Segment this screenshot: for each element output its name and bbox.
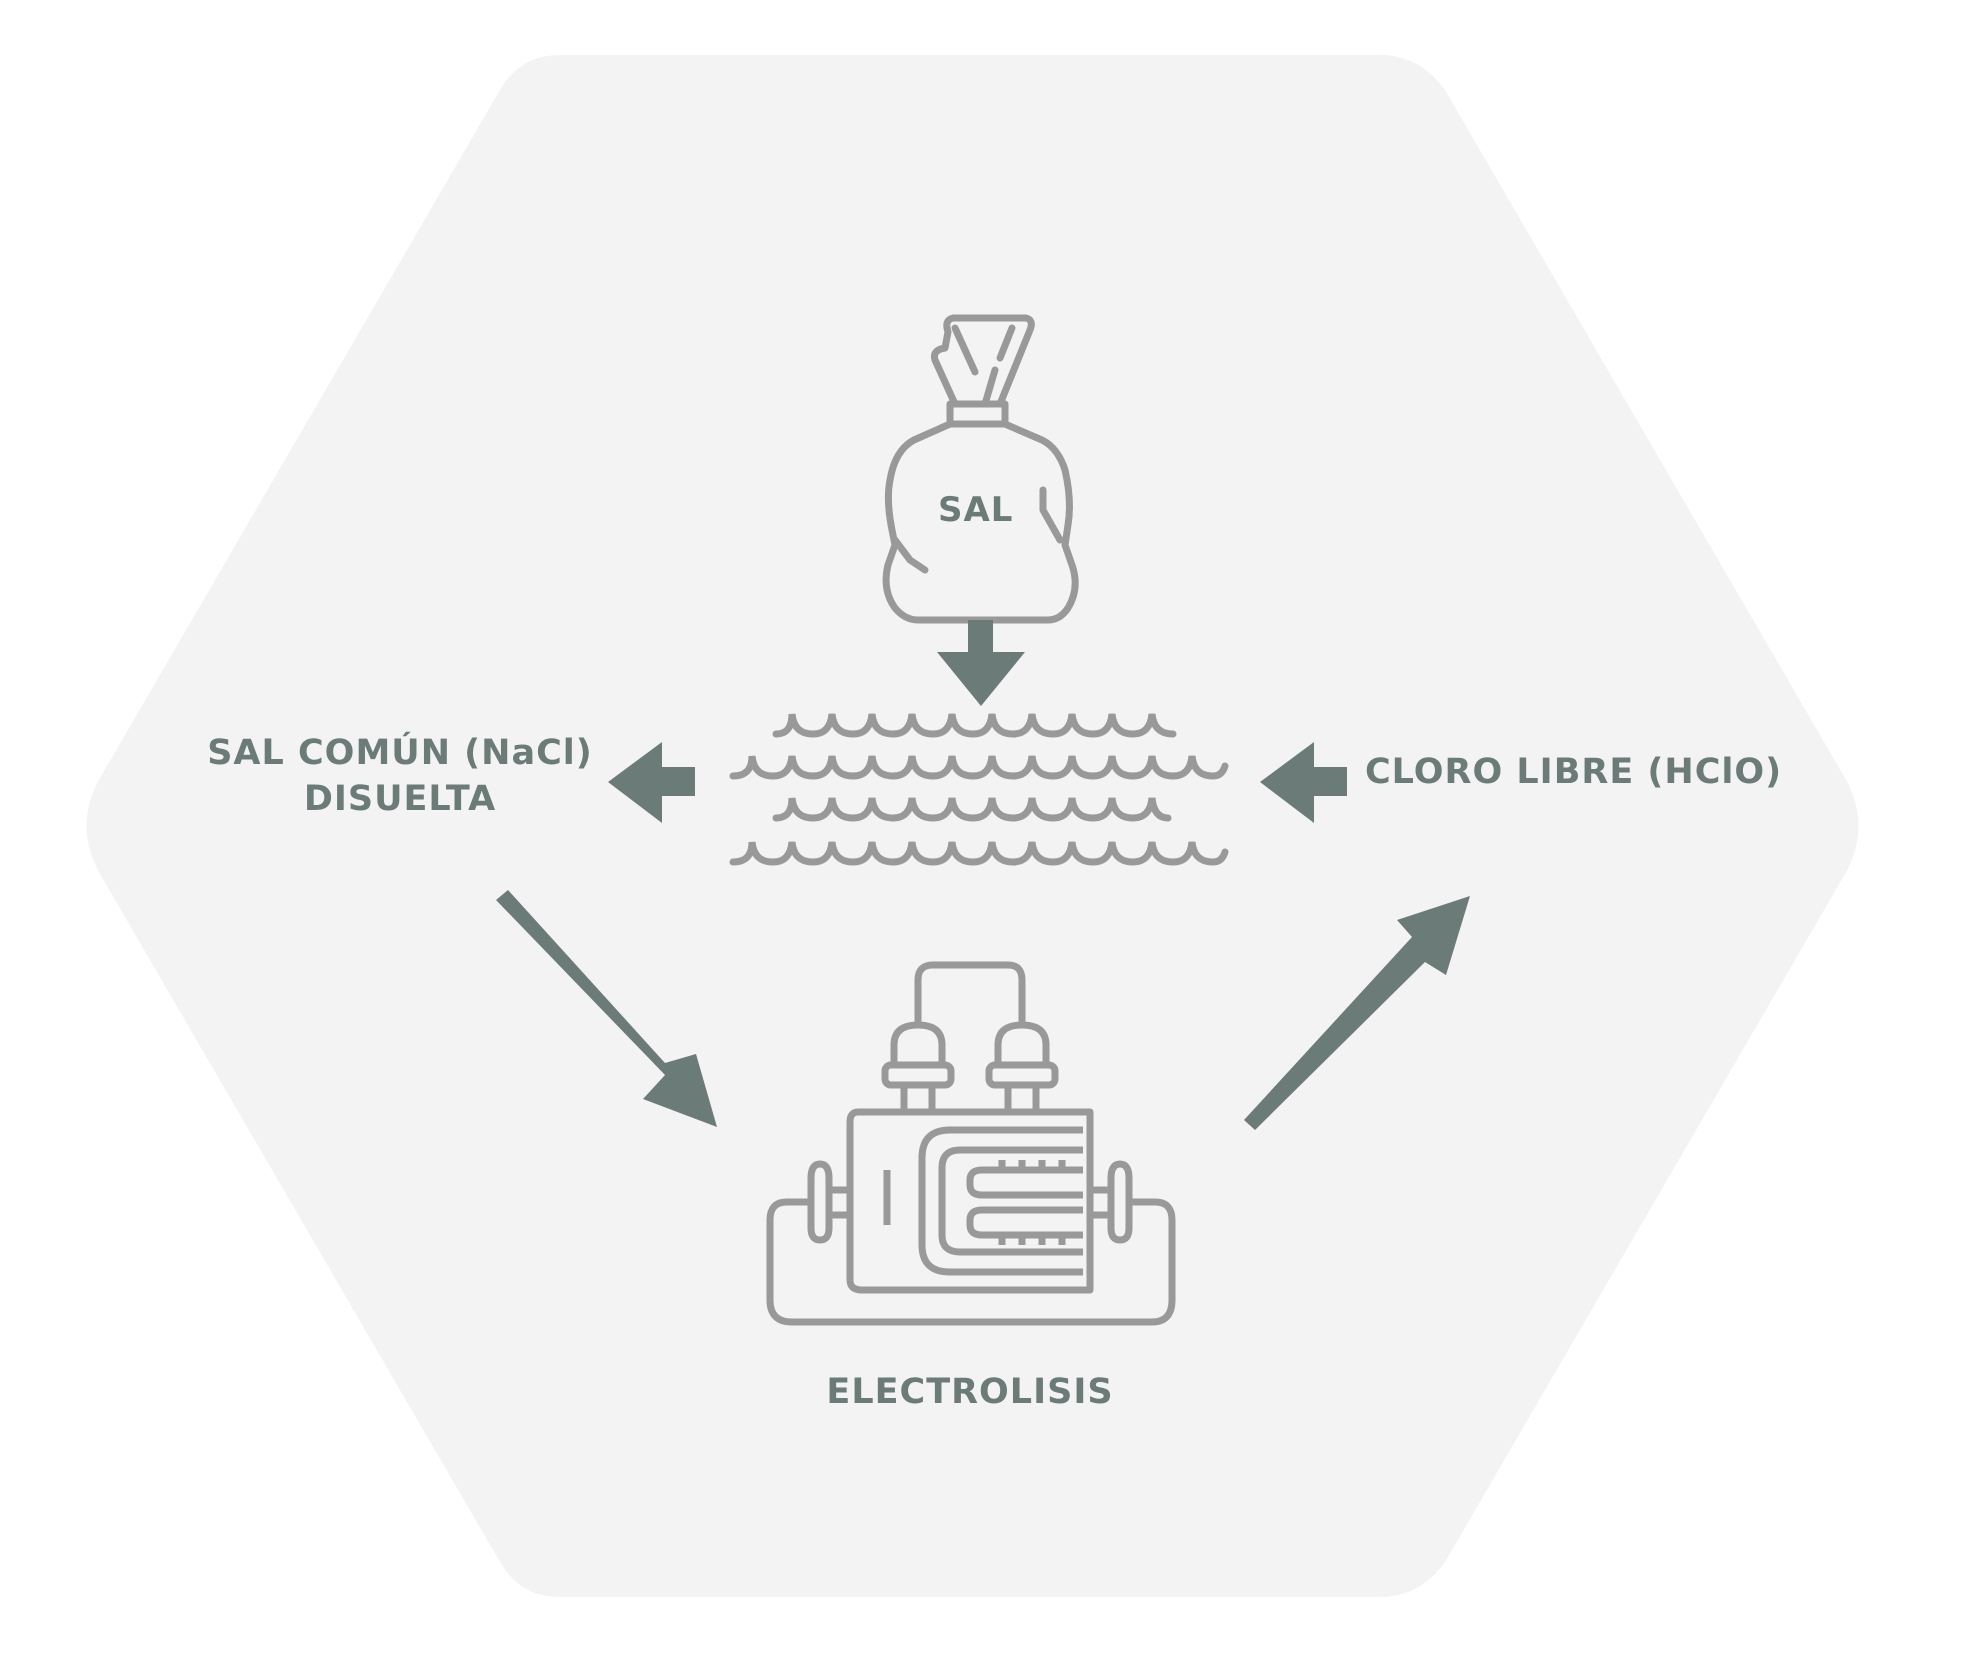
salt-bag-icon — [882, 314, 1079, 624]
arrow-left-to-nacl — [608, 742, 695, 823]
water-waves-icon — [729, 713, 1229, 866]
sal-comun-label-line2: DISUELTA — [303, 779, 497, 819]
hexagon-background — [86, 55, 1859, 1597]
electrolisis-label: ELECTROLISIS — [826, 1372, 1114, 1412]
arrow-left-from-cloro — [1260, 742, 1347, 823]
bag-label: SAL — [938, 490, 1014, 530]
arrow-down — [937, 620, 1025, 706]
electrolysis-cell-icon — [766, 961, 1176, 1326]
arrow-diagonal-up-right — [1244, 896, 1470, 1130]
cloro-libre-label: CLORO LIBRE (HClO) — [1365, 752, 1783, 792]
sal-comun-label: SAL COMÚN (NaCl) DISUELTA — [200, 730, 600, 822]
sal-comun-label-line1: SAL COMÚN (NaCl) — [207, 733, 593, 773]
arrow-diagonal-down-right — [496, 890, 717, 1127]
